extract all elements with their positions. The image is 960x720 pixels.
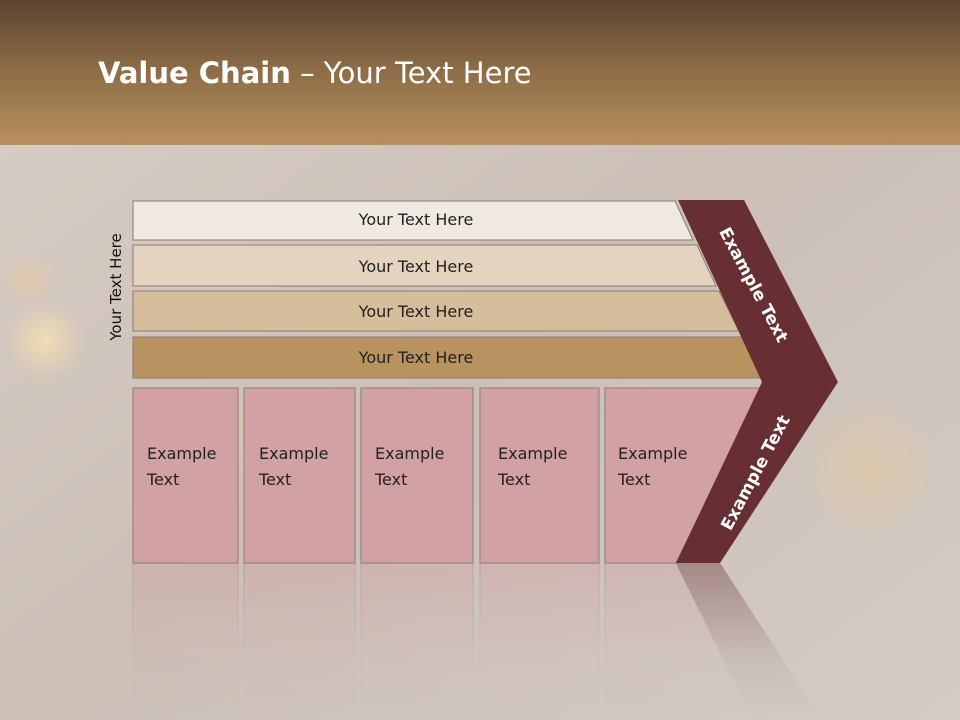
- bar-2-label: Your Text Here: [358, 257, 474, 276]
- box-1-line2: Text: [146, 470, 179, 489]
- bar-2: [132, 244, 717, 287]
- box-1-line1: Example: [147, 444, 216, 463]
- title-bold: Value Chain: [98, 56, 291, 90]
- slide-title: Value Chain – Your Text Here: [98, 56, 532, 90]
- box-3-line1: Example: [375, 444, 444, 463]
- title-rest: – Your Text Here: [290, 56, 532, 90]
- bar-3-label: Your Text Here: [358, 302, 474, 321]
- bar-1: [132, 200, 694, 241]
- box-1: [132, 387, 239, 564]
- box-2-line2: Text: [258, 470, 291, 489]
- box-2-line1: Example: [259, 444, 328, 463]
- box-3: [360, 387, 474, 564]
- box-5-line1: Example: [618, 444, 687, 463]
- bar-4-label: Your Text Here: [358, 348, 474, 367]
- box-5-line2: Text: [617, 470, 650, 489]
- header-band: [0, 0, 960, 145]
- box-2: [243, 387, 356, 564]
- bar-1-label: Your Text Here: [358, 210, 474, 229]
- box-3-line2: Text: [374, 470, 407, 489]
- diagram-reflection: [132, 562, 823, 720]
- box-4-line1: Example: [498, 444, 567, 463]
- box-4-line2: Text: [497, 470, 530, 489]
- chevron-arrow: [676, 200, 838, 563]
- box-4: [479, 387, 600, 564]
